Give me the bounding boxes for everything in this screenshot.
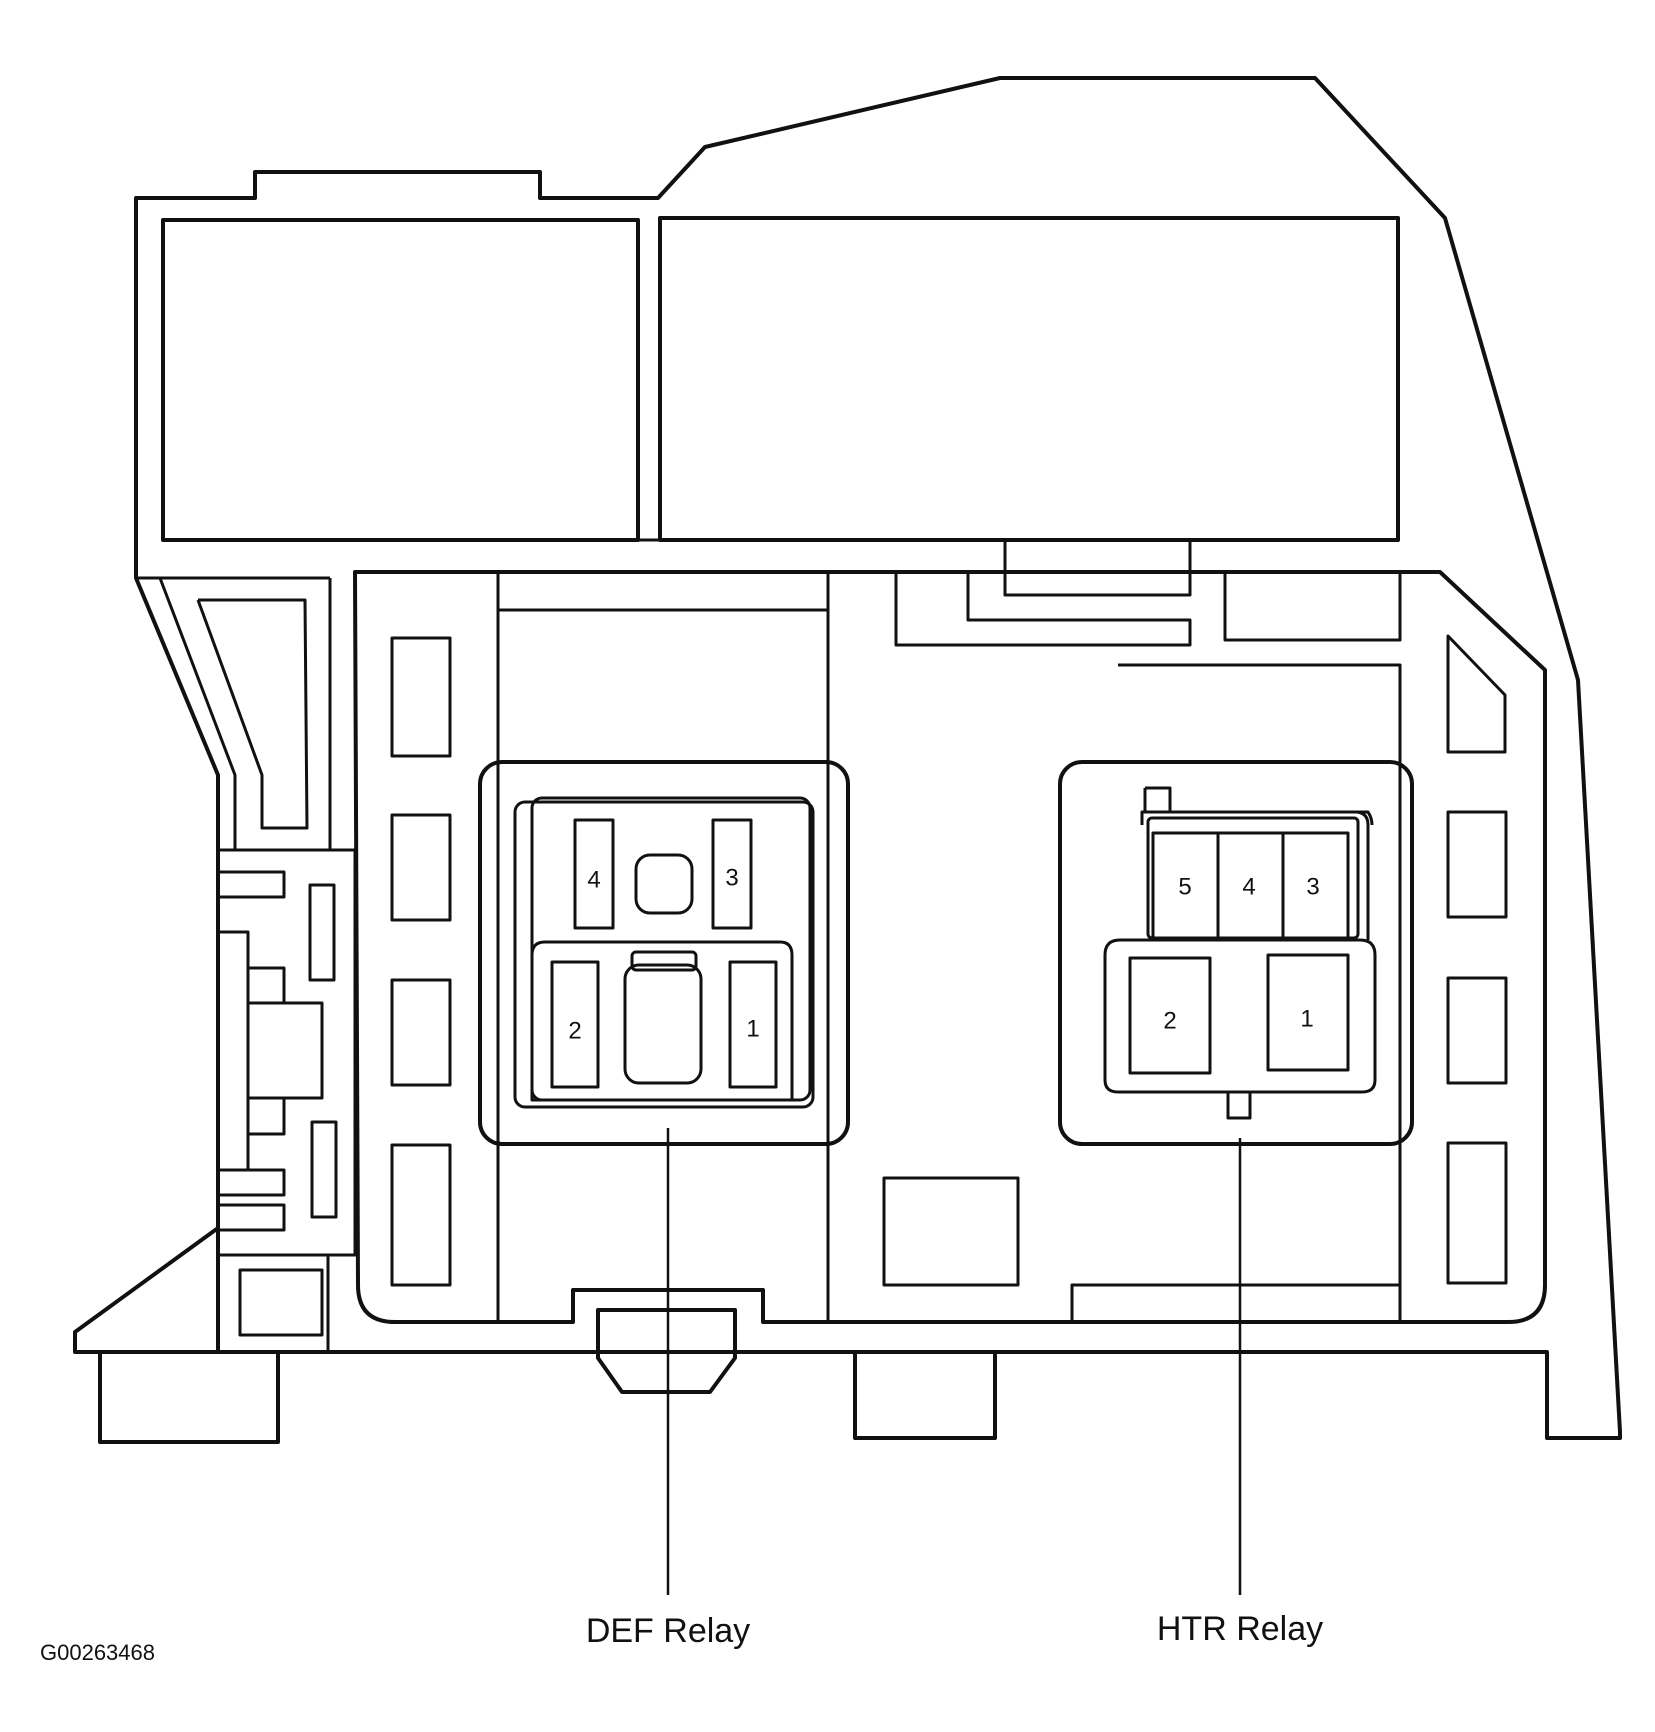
- center-lower-fuse: [882, 1176, 1020, 1287]
- def-pin-2-label: 2: [568, 1017, 581, 1044]
- def-pin-3-label: 3: [725, 864, 738, 891]
- htr-pin-1-terminal: [1266, 953, 1350, 1072]
- def-relay: 4 3 2 1: [478, 760, 850, 1146]
- htr-relay: 5 4 3 2 1: [1058, 760, 1414, 1146]
- def-center-post: [634, 853, 694, 915]
- relay-base-plate: [353, 570, 1547, 1324]
- left-strip: [158, 577, 309, 850]
- htr-pin-1-label: 1: [1300, 1005, 1313, 1032]
- htr-pin-2-label: 2: [1163, 1007, 1176, 1034]
- bottom-feet: [98, 1350, 997, 1444]
- htr-pin-3-label: 3: [1306, 873, 1319, 900]
- def-pin-4-label: 4: [587, 866, 600, 893]
- image-reference-code: G00263468: [40, 1640, 155, 1665]
- bottom-clip: [596, 1308, 737, 1394]
- htr-pin-4-label: 4: [1242, 873, 1255, 900]
- htr-pin-3-terminal: [1281, 831, 1350, 940]
- upper-divider: [136, 538, 1398, 580]
- plate-inner-lines: [496, 572, 1402, 1322]
- htr-pin-5-label: 5: [1178, 873, 1191, 900]
- def-relay-label: DEF Relay: [586, 1612, 750, 1650]
- top-right-cavity: [658, 216, 1400, 542]
- top-left-cavity: [161, 218, 640, 542]
- left-connector-stack: [216, 848, 357, 1354]
- top-notch: [1003, 540, 1192, 597]
- def-pin-4-terminal: [573, 818, 615, 930]
- htr-relay-label: HTR Relay: [1157, 1610, 1323, 1648]
- def-pin-2-terminal: [550, 960, 600, 1089]
- def-pin-3-terminal: [711, 818, 753, 930]
- def-center-block: [623, 963, 703, 1085]
- left-fuse-column: [390, 636, 452, 1287]
- def-pin-1-label: 1: [746, 1015, 759, 1042]
- htr-pin-2-terminal: [1128, 956, 1212, 1075]
- def-pin-1-terminal: [728, 960, 778, 1089]
- right-fuse-column: [1446, 634, 1508, 1285]
